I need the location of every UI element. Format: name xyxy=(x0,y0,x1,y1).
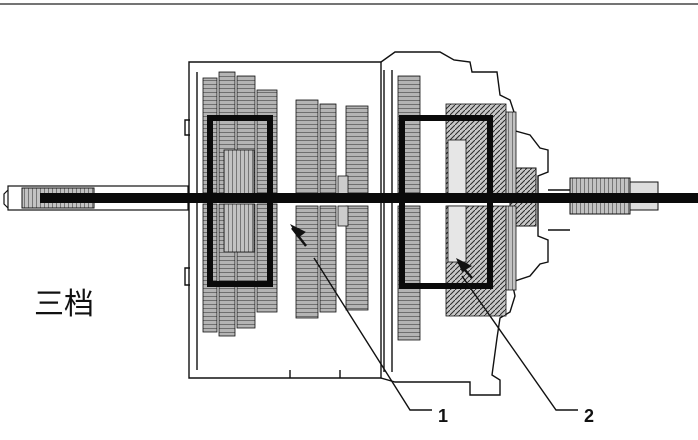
gear-pack-left xyxy=(202,71,278,337)
callout-label-1: 1 xyxy=(438,406,449,426)
gearbox-housing xyxy=(184,51,570,396)
flow-arrow-2 xyxy=(456,258,473,279)
leader-line-1 xyxy=(313,257,432,411)
flow-arrow-1 xyxy=(290,224,307,247)
callout-label-2: 2 xyxy=(584,406,595,426)
main-shaft-line xyxy=(40,193,698,203)
leader-line-2 xyxy=(461,275,578,411)
highlight-frame-right xyxy=(399,115,493,289)
gear-caption: 三档 xyxy=(34,287,94,322)
highlight-frame-left xyxy=(207,115,273,287)
clutch-pack-right xyxy=(445,103,517,317)
